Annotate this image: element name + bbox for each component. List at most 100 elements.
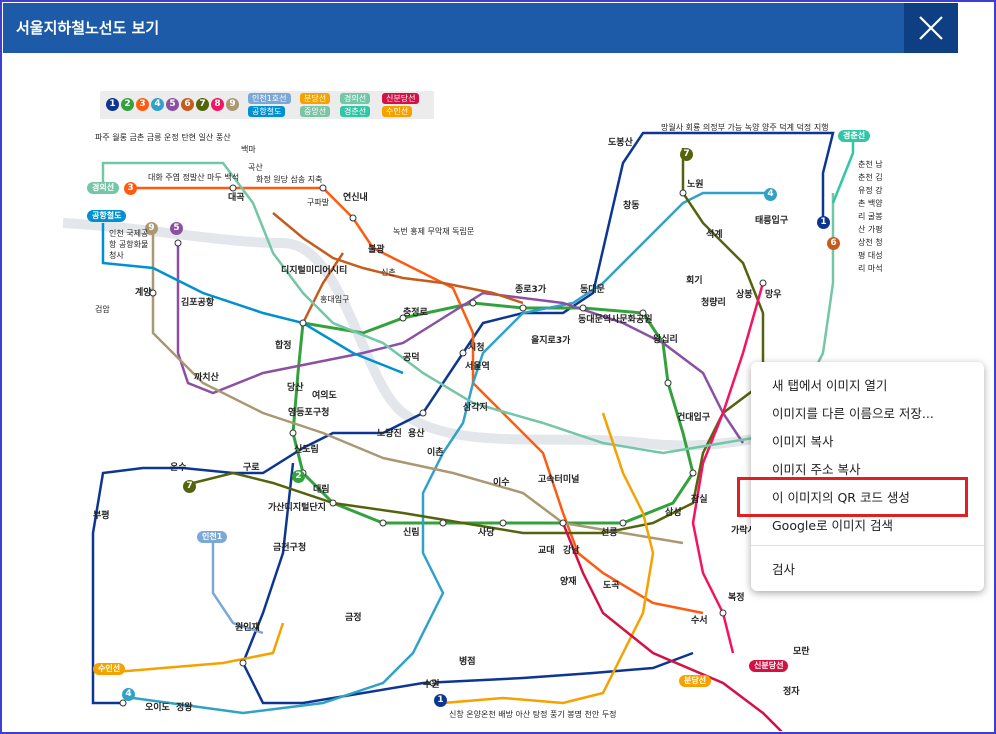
menu-open-image-new-tab[interactable]: 새 탭에서 이미지 열기 (772, 378, 888, 393)
menu-search-image-google[interactable]: Google로 이미지 검색 (772, 518, 894, 533)
station-label: 망우 (765, 290, 782, 300)
line-1-marker: 1 (817, 216, 830, 229)
station-label: 상봉 (736, 290, 753, 300)
line-9-marker: 9 (145, 222, 158, 235)
station-label: 당산 (287, 383, 304, 393)
station-label: 모란 (793, 647, 810, 657)
station-label: 용산 (408, 429, 425, 439)
context-menu: 새 탭에서 이미지 열기 이미지를 다른 이름으로 저장... 이미지 복사 이… (751, 362, 984, 591)
station-label: 가산디지털단지 (268, 503, 326, 513)
station-label: 잠실 (691, 495, 708, 505)
station-label: 이수 (493, 478, 510, 488)
legend-line-6: 6 (181, 98, 194, 111)
station-label: 춘천 남춘천 김유정 강촌 백양리 굴봉산 가평 상천 청평 대성리 마석 (858, 160, 883, 273)
station-label: 교대 (538, 546, 555, 556)
legend-line-7: 7 (196, 98, 209, 111)
close-button[interactable] (904, 3, 958, 53)
station-label: 연신내 (343, 193, 368, 203)
menu-create-qr-code[interactable]: 이 이미지의 QR 코드 생성 (772, 490, 910, 505)
legend-gyeongchun: 경춘선 (340, 106, 371, 117)
station-label: 병점 (459, 657, 476, 667)
title-bar: 서울지하철노선도 보기 (3, 3, 958, 53)
menu-inspect[interactable]: 검사 (772, 562, 796, 577)
station-label: 청량리 (701, 298, 726, 308)
line-7-marker: 7 (680, 148, 693, 161)
legend-jungang: 중앙선 (300, 106, 331, 117)
station-label: 온수 (170, 463, 187, 473)
legend-airport: 공항철도 (248, 106, 286, 117)
legend-incheon1: 인천1호선 (248, 93, 291, 104)
line-4-marker: 4 (764, 188, 777, 201)
station-label: 노량진 (377, 429, 402, 439)
badge-suin: 수인선 (93, 663, 126, 675)
station-label: 신촌 (381, 268, 396, 277)
badge-airport: 공항철도 (87, 210, 127, 222)
station-label: 동대문 (580, 285, 605, 295)
station-label: 화정 원당 삼송 지축 (256, 175, 323, 184)
station-label: 오이도 (145, 703, 170, 713)
station-label: 디지털미디어시티 (281, 266, 348, 276)
menu-save-image-as[interactable]: 이미지를 다른 이름으로 저장... (772, 406, 934, 421)
station-label: 불광 (368, 245, 385, 255)
station-label: 망월사 회룡 의정부 가능 녹양 양주 덕계 덕정 지행 (661, 123, 829, 132)
station-label: 고속터미널 (538, 475, 580, 485)
station-label: 녹번 홍제 무악재 독립문 (393, 227, 475, 236)
station-label: 을지로3가 (531, 336, 571, 346)
legend-line-4: 4 (151, 98, 164, 111)
menu-separator (751, 545, 984, 546)
station-label: 신도림 (294, 445, 319, 455)
legend-line-3: 3 (136, 98, 149, 111)
station-label: 종로3가 (515, 285, 547, 295)
line-legend: 1 2 3 4 5 6 7 8 9 인천1호선 분당선 경의선 신분당선 공항철… (100, 91, 434, 119)
line-1-marker-south: 1 (434, 694, 447, 707)
station-label: 계양 (135, 288, 152, 298)
close-icon (919, 16, 943, 40)
badge-gyeongui: 경의선 (87, 182, 120, 194)
station-label: 검암 (95, 305, 110, 314)
station-label: 금정 (345, 613, 362, 623)
station-label: 원인재 (235, 623, 260, 633)
station-label: 서울역 (465, 362, 490, 372)
station-label: 충정로 (403, 308, 428, 318)
station-label: 영등포구청 (288, 408, 330, 418)
station-label: 시청 (468, 343, 485, 353)
station-label: 여의도 (312, 391, 337, 401)
station-label: 강남 (563, 546, 580, 556)
badge-incheon1: 인천1 (197, 531, 228, 543)
badge-sinbundang: 신분당선 (749, 660, 789, 672)
legend-gyeongui: 경의선 (340, 93, 371, 104)
line-6-marker: 6 (827, 237, 840, 250)
legend-line-5: 5 (166, 98, 179, 111)
legend-line-1: 1 (106, 98, 119, 111)
station-label: 동대문역사문화공원 (578, 315, 653, 325)
legend-sinbundang: 신분당선 (382, 93, 420, 104)
menu-copy-image-address[interactable]: 이미지 주소 복사 (772, 462, 861, 477)
station-label: 대화 주엽 정발산 마두 백석 (148, 173, 240, 182)
station-label: 김포공항 (181, 298, 215, 308)
station-label: 삼성 (665, 508, 682, 518)
station-label: 파주 월롱 금촌 금릉 운정 탄현 일산 풍산 (95, 133, 231, 142)
station-label: 구파발 (307, 198, 330, 207)
station-label: 복정 (728, 593, 745, 603)
legend-line-8: 8 (211, 98, 224, 111)
station-label: 정왕 (176, 703, 193, 713)
station-label: 선릉 (601, 528, 618, 538)
station-label: 까치산 (194, 373, 219, 383)
menu-copy-image[interactable]: 이미지 복사 (772, 434, 834, 449)
station-label: 회기 (686, 276, 703, 286)
station-label: 도봉산 (608, 138, 633, 148)
highlight-box (737, 477, 968, 517)
station-label: 신림 (403, 528, 420, 538)
station-label: 대곡 (228, 193, 245, 203)
station-label: 부평 (93, 511, 110, 521)
station-label: 공덕 (403, 353, 420, 363)
station-label: 인천 국제공항 공항화물청사 (109, 229, 149, 260)
station-label: 대림 (313, 485, 330, 495)
station-label: 왕십리 (653, 335, 678, 345)
station-label: 정자 (783, 687, 800, 697)
line-2-marker: 2 (292, 470, 305, 483)
line-7-marker-west: 7 (183, 480, 196, 493)
legend-suin: 수인선 (382, 106, 413, 117)
station-label: 도곡 (603, 581, 620, 591)
window-title: 서울지하철노선도 보기 (16, 19, 160, 37)
